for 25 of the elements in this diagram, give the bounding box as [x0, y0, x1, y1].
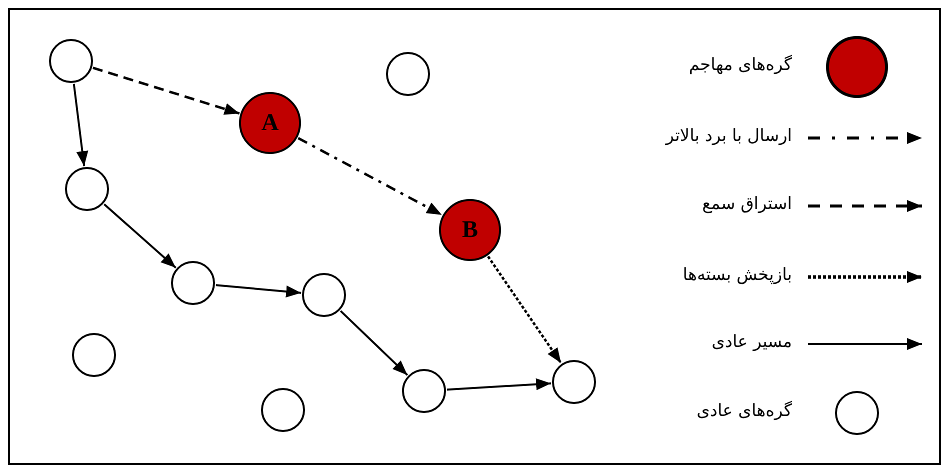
arrow [104, 204, 176, 268]
node-circle [261, 388, 305, 432]
node-circle [386, 52, 430, 96]
node-circle [72, 333, 116, 377]
node-circle [402, 369, 446, 413]
node-circle [49, 39, 93, 83]
arrow [340, 310, 408, 376]
legend-label: گره‌های مهاجم [688, 54, 792, 76]
node-circle [552, 360, 596, 404]
legend-label: گره‌های عادی [696, 400, 792, 422]
node-letter: A [261, 111, 279, 135]
legend-label: مسیر عادی [712, 331, 792, 353]
arrow [92, 66, 240, 115]
node-letter: B [462, 218, 478, 242]
node-circle [302, 273, 346, 317]
arrow [216, 284, 302, 298]
legend-label: بازپخش بسته‌ها [682, 264, 792, 286]
node-circle [65, 167, 109, 211]
legend-label: استراق سمع [702, 193, 792, 215]
arrow [487, 256, 562, 364]
legend-label: ارسال با برد بالاتر [666, 125, 792, 147]
arrow [72, 84, 88, 166]
arrow [446, 378, 552, 391]
node-circle [171, 261, 215, 305]
arrow [298, 137, 442, 216]
